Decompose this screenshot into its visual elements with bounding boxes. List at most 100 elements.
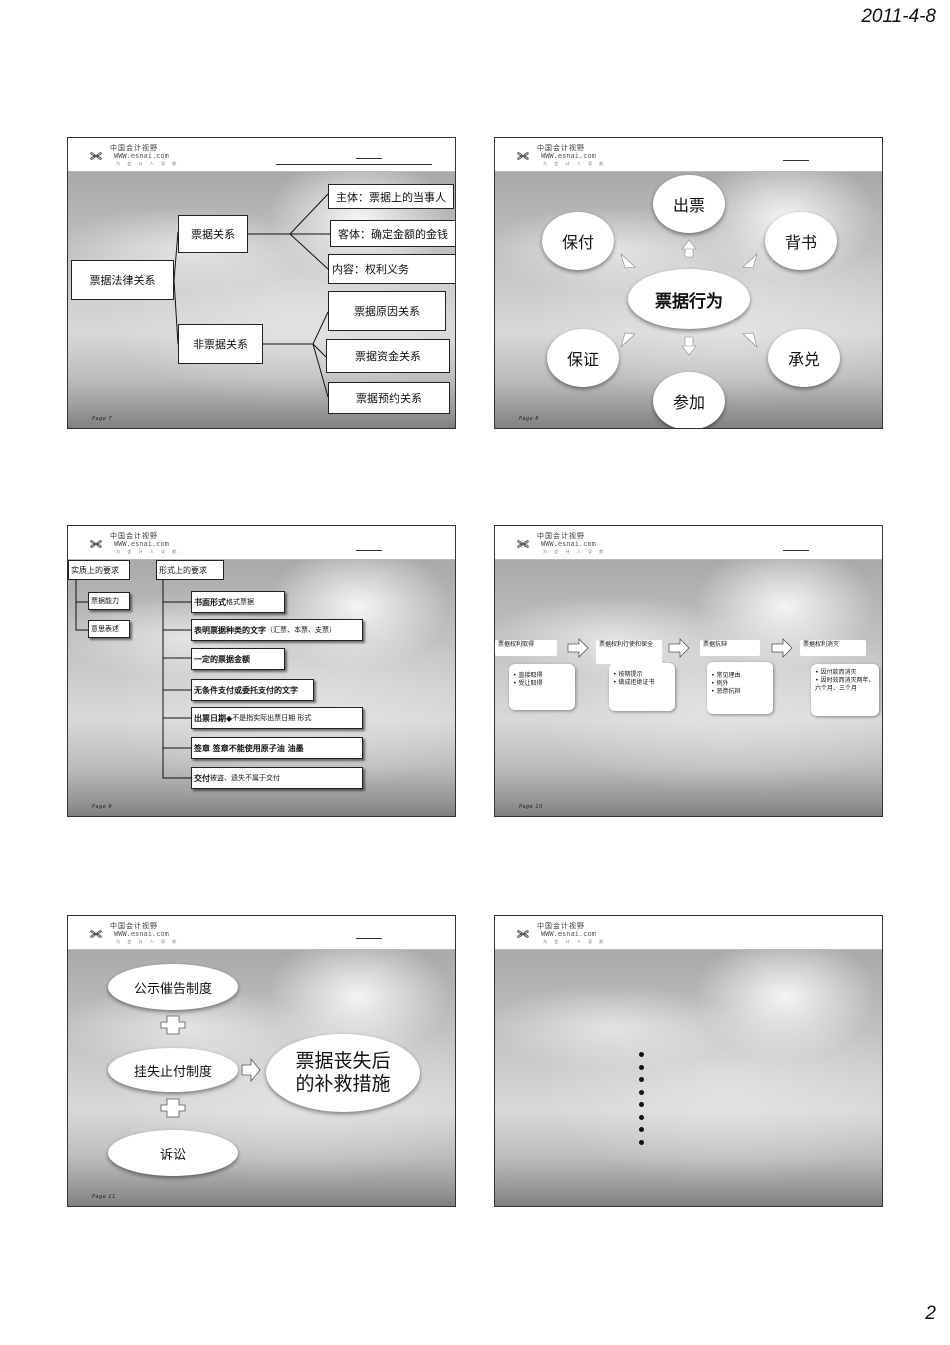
form-row: 无条件支付或委托支付的文字 [191, 679, 314, 701]
step-list: • 按期提示 • 做成拒绝证书 [609, 663, 675, 711]
logo-name: 中国会计视野 [537, 532, 585, 540]
center-oval: 票据行为 [628, 269, 750, 329]
page-label: Page 7 [92, 416, 113, 422]
arrow-right-icon [567, 638, 589, 658]
logo-slogan: 为 会 计 人 导 航 [116, 549, 180, 554]
form-row: 表明票据种类的文字（汇票、本票、支票） [191, 619, 363, 641]
step-title: 票据权利取得 [495, 640, 557, 656]
branch-box-2: 非票据关系 [178, 324, 263, 364]
form-row: 一定的票据金额 [191, 648, 285, 670]
slide-body: 公示催告制度 挂失止付制度 诉讼 票据丧失后的补救措施 [68, 950, 455, 1206]
step-list: • 常见理由 • 例外 • 恶意抗辩 [707, 662, 773, 714]
bullet-dot [639, 1127, 644, 1132]
left-item: 票据能力 [88, 592, 130, 610]
esnai-logo: 中国会计视野 WWW.esnai.com 为 会 计 人 导 航 [513, 531, 633, 557]
leaf-box: 票据原因关系 [328, 291, 446, 331]
row-bold: 表明票据种类的文字 [194, 625, 266, 635]
form-row: 交付 被盗、遗失不属于交付 [191, 767, 363, 789]
leaf-box: 票据预约关系 [328, 382, 450, 414]
esnai-logo: 中国会计视野 WWW.esnai.com 为 会 计 人 导 航 [86, 531, 206, 557]
logo-name: 中国会计视野 [110, 532, 158, 540]
leaf-box: 主体：票据上的当事人 [328, 184, 454, 209]
row-bold: 一定的票据金额 [194, 654, 250, 664]
slide-10: 中国会计视野 WWW.esnai.com 为 会 计 人 导 航 • 直接取得 … [494, 525, 883, 817]
page-label: Page 9 [92, 804, 113, 810]
row-rest: （汇票、本票、支票） [266, 626, 336, 634]
slide-12: 中国会计视野 WWW.esnai.com 为 会 计 人 导 航 [494, 915, 883, 1207]
action-oval: 承兑 [768, 329, 840, 387]
row-rest: 不是指实际出票日期 形式 [232, 714, 312, 722]
bullet-dot [639, 1114, 644, 1120]
slide-header: 中国会计视野 WWW.esnai.com 为 会 计 人 导 航 [68, 916, 455, 950]
page-number: 2 [925, 1303, 936, 1324]
branch-box-1: 票据关系 [178, 215, 248, 253]
slide-body: 票据法律关系 票据关系 非票据关系 主体：票据上的当事人 客体：确定金额的金钱 … [68, 172, 455, 428]
logo-url: WWW.esnai.com [541, 930, 596, 938]
logo-url: WWW.esnai.com [541, 152, 596, 160]
bullet-dots [639, 1052, 647, 1152]
action-oval: 出票 [653, 175, 725, 233]
arrow-right-icon [771, 638, 793, 658]
arrow-right-icon [241, 1057, 261, 1083]
remedy-oval: 诉讼 [108, 1130, 238, 1176]
bullet-dot [639, 1089, 644, 1095]
list-item: • 直接取得 [513, 672, 543, 679]
remedy-oval: 公示催告制度 [108, 964, 238, 1010]
row-bold: 无条件支付或委托支付的文字 [194, 685, 298, 695]
action-oval: 保付 [542, 212, 614, 270]
step-list: • 因付款而消灭 • 因时效而消灭两年、六个月、三个月 [811, 664, 879, 716]
bullet-dot [639, 1052, 644, 1057]
logo-slogan: 为 会 计 人 导 航 [543, 161, 607, 166]
leaf-box: 票据资金关系 [326, 339, 450, 373]
logo-url: WWW.esnai.com [114, 540, 169, 548]
slide-7: 中国会计视野 WWW.esnai.com 为 会 计 人 导 航 票据法律关系 … [67, 137, 456, 429]
flower-logo-icon [90, 540, 102, 548]
list-item: • 因时效而消灭两年、六个月、三个月 [815, 677, 875, 692]
slide-header: 中国会计视野 WWW.esnai.com 为 会 计 人 导 航 [495, 526, 882, 560]
flower-logo-icon [517, 930, 529, 938]
logo-name: 中国会计视野 [537, 144, 585, 152]
remedy-oval: 挂失止付制度 [108, 1048, 238, 1092]
logo-slogan: 为 会 计 人 导 航 [543, 549, 607, 554]
logo-name: 中国会计视野 [537, 922, 585, 930]
row-rest: 被盗、遗失不属于交付 [210, 774, 280, 782]
row-bold: 交付 [194, 773, 210, 783]
bullet-dot [639, 1077, 644, 1082]
row-bold: 出票日期◆ [194, 713, 233, 723]
list-item: • 恶意抗辩 [711, 688, 741, 695]
root-box: 票据法律关系 [71, 260, 174, 300]
leaf-box: 客体：确定金额的金钱 [330, 220, 455, 247]
slide-8: 中国会计视野 WWW.esnai.com 为 会 计 人 导 航 票据行为 出票… [494, 137, 883, 429]
left-head: 实质上的要求 [68, 560, 130, 580]
list-item: • 常见理由 [711, 672, 741, 679]
list-item: • 受让取得 [513, 680, 543, 687]
row-bold: 签章 签章不能使用原子油 油墨 [194, 743, 304, 753]
slide-header: 中国会计视野 WWW.esnai.com 为 会 计 人 导 航 [495, 138, 882, 172]
slide-header: 中国会计视野 WWW.esnai.com 为 会 计 人 导 航 [68, 138, 455, 172]
action-oval: 背书 [765, 212, 837, 270]
bullet-dot [639, 1102, 644, 1107]
plus-icon [160, 1098, 186, 1118]
logo-name: 中国会计视野 [110, 922, 158, 930]
row-bold: 书面形式 [194, 597, 226, 607]
flower-logo-icon [517, 540, 529, 548]
plus-icon [160, 1015, 186, 1035]
right-head: 形式上的要求 [156, 560, 224, 580]
logo-url: WWW.esnai.com [114, 152, 169, 160]
action-oval: 保证 [547, 329, 619, 387]
left-item: 意思表述 [88, 620, 130, 638]
form-row: 签章 签章不能使用原子油 油墨 [191, 737, 363, 759]
action-oval: 参加 [653, 372, 725, 428]
logo-url: WWW.esnai.com [541, 540, 596, 548]
slide-body: 实质上的要求 票据能力 意思表述 形式上的要求 书面形式 格式票据 表明票据种类… [68, 560, 455, 816]
title-underline [356, 938, 382, 939]
flow-arrows [567, 638, 793, 658]
list-item: • 做成拒绝证书 [613, 679, 655, 686]
arrow-icons [620, 239, 758, 356]
list-item: • 按期提示 [613, 671, 643, 678]
esnai-logo: 中国会计视野 WWW.esnai.com 为 会 计 人 导 航 [513, 921, 633, 947]
step-title: 票据权利消灭 [800, 640, 866, 656]
title-underline [356, 550, 382, 551]
list-item: • 例外 [711, 680, 729, 687]
connector-lines [173, 193, 330, 398]
